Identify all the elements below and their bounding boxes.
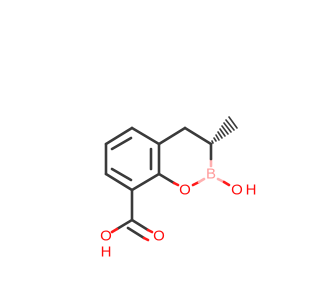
- bond-c8-c7: [104, 172, 134, 192]
- atom-b-ring: B: [206, 166, 216, 183]
- atom-h-acid-hydroxyl: H: [101, 244, 112, 261]
- bond-c6-c5: [104, 126, 134, 146]
- bond-c-o-double-2: [126, 226, 146, 240]
- atom-o-carbonyl: O: [153, 228, 165, 245]
- atom-h-boron-hydroxyl: H: [246, 182, 257, 199]
- bond-o1-c8a-red: [172, 181, 180, 187]
- bond-c5-c4a: [130, 126, 161, 146]
- methyl-hash-wedge: [211, 116, 238, 144]
- bond-c-o-double-1-red: [146, 228, 154, 234]
- bond-c4-c3: [183, 126, 213, 146]
- atom-o-ring: O: [179, 182, 191, 199]
- bond-c-oh: [115, 218, 134, 231]
- bond-c6-c5-inner: [110, 136, 133, 151]
- atom-o-acid-hydroxyl: O: [100, 228, 112, 245]
- bond-b2-oh-red: [222, 180, 231, 187]
- molecule-diagram: O B O H O O H: [100, 116, 257, 261]
- bond-c4a-c4: [157, 126, 187, 146]
- bond-c-o-double-1: [130, 218, 150, 232]
- bond-c8a-o1: [157, 172, 176, 185]
- structure-svg: O B O H O O H: [100, 116, 257, 261]
- bond-c-oh-red: [110, 227, 119, 234]
- bond-o1-b2-pink: [197, 177, 206, 184]
- bond-c8-c7-inner: [110, 167, 133, 182]
- bond-c8a-c8: [130, 172, 161, 192]
- bond-c-o-double-2-red: [142, 236, 150, 242]
- atom-o-boron-hydroxyl: O: [231, 182, 243, 199]
